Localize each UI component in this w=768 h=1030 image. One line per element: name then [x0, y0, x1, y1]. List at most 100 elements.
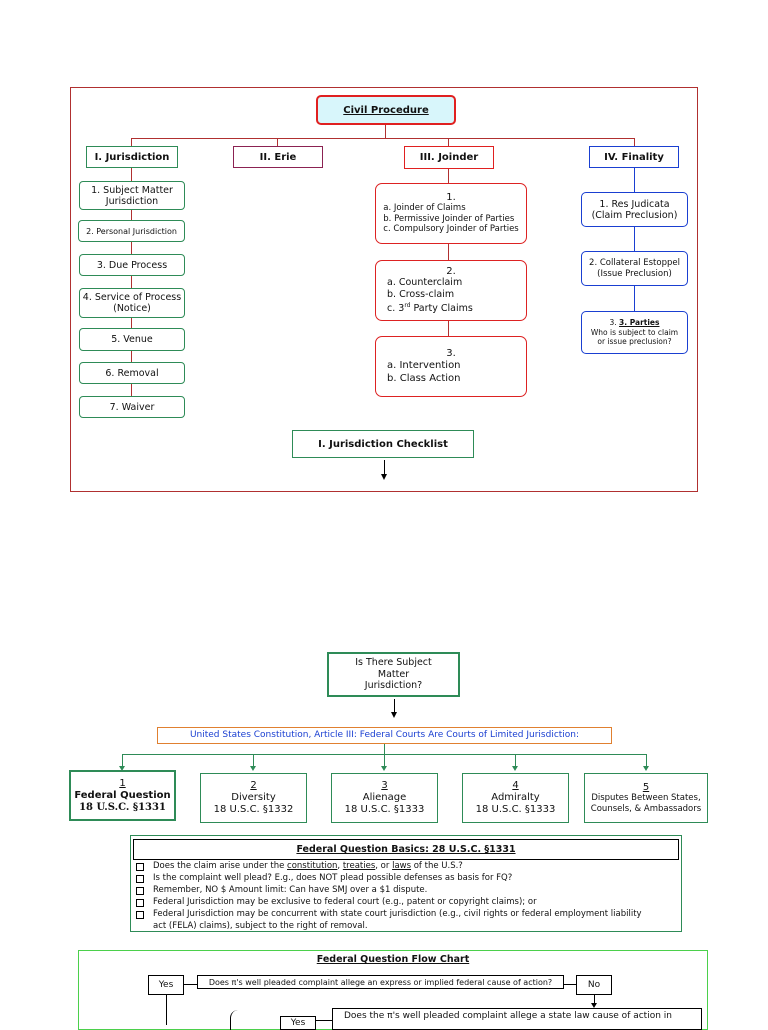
- joinder-num: 2.: [446, 265, 456, 277]
- joinder-num: 3.: [446, 347, 456, 359]
- type-num: 5: [642, 781, 650, 793]
- arrow-head-icon: [381, 474, 387, 480]
- item-label: 4. Service of Process (Notice): [82, 292, 182, 314]
- bullet-4: Federal Jurisdiction may be concurrent w…: [153, 909, 642, 931]
- section-label: I. Jurisdiction: [94, 151, 170, 163]
- section-finality: IV. Finality: [589, 146, 679, 168]
- checkbox-icon: [136, 899, 144, 907]
- bullet-2: Remember, NO $ Amount limit: Can have SM…: [153, 885, 428, 895]
- constitution-banner: United States Constitution, Article III:…: [157, 727, 612, 744]
- finality-parties: 3. 3. Parties: [609, 318, 660, 328]
- section-jurisdiction: I. Jurisdiction: [86, 146, 178, 168]
- flow-no-box: No: [576, 975, 612, 995]
- yes-label: Yes: [158, 979, 174, 990]
- type-num: 2: [250, 780, 257, 791]
- arrow-line: [394, 699, 395, 715]
- type-num: 1: [119, 777, 126, 789]
- finality-box: 2. Collateral Estoppel (Issue Preclusion…: [581, 251, 688, 286]
- list-item: Is the complaint well plead? E.g., does …: [134, 872, 680, 884]
- type-statute: Counsels, & Ambassadors: [590, 803, 702, 814]
- connector: [448, 138, 449, 147]
- civil-procedure-frame: [70, 87, 698, 492]
- jurisdiction-type: 5 Disputes Between States, Counsels, & A…: [584, 773, 708, 823]
- item-label: 2. Personal Jurisdiction: [86, 226, 177, 236]
- flow-title-text: Federal Question Flow Chart: [316, 954, 470, 965]
- connector: [316, 1020, 332, 1021]
- finality-box: 3. 3. Parties Who is subject to claim or…: [581, 311, 688, 354]
- flow-yes-box: Yes: [148, 975, 184, 995]
- yes-label: Yes: [290, 1017, 306, 1028]
- type-num: 3: [381, 780, 388, 791]
- joinder-line: c. Compulsory Joinder of Parties: [383, 224, 519, 234]
- joinder-line: b. Class Action: [387, 372, 461, 384]
- root-label: Civil Procedure: [343, 104, 429, 116]
- jurisdiction-type: 4 Admiralty 18 U.S.C. §1333: [462, 773, 569, 823]
- q2-text: Does the π's well pleaded complaint alle…: [344, 1011, 672, 1021]
- connector: [564, 984, 576, 985]
- connector: [634, 138, 635, 147]
- arrow-head-icon: [381, 766, 387, 771]
- connector: [646, 754, 647, 768]
- section-label: II. Erie: [259, 151, 297, 163]
- arrow-head-icon: [391, 712, 397, 718]
- connector: [384, 744, 385, 755]
- connector: [385, 124, 386, 138]
- item-label: 6. Removal: [105, 367, 159, 379]
- parties-label: 3. Parties: [619, 318, 660, 328]
- item-label: 5. Venue: [111, 334, 153, 345]
- joinder-box: 2. a. Counterclaim b. Cross-claim c. 3rd…: [375, 260, 527, 321]
- fq-basics-title: Federal Question Basics: 28 U.S.C. §1331: [133, 839, 679, 860]
- joinder-line: c. 3rd Party Claims: [387, 302, 473, 315]
- finality-line1: 2. Collateral Estoppel: [589, 257, 680, 268]
- flow-yes-box-2: Yes: [280, 1016, 316, 1030]
- type-num: 4: [512, 780, 519, 791]
- type-statute: 18 U.S.C. §1333: [475, 804, 556, 815]
- jurisdiction-item: 3. Due Process: [79, 254, 185, 276]
- flow-title: Federal Question Flow Chart: [78, 954, 708, 965]
- bullet-0: Does the claim arise under the constitut…: [153, 861, 463, 871]
- jurisdiction-item: 7. Waiver: [79, 396, 185, 418]
- jurisdiction-item: 1. Subject Matter Jurisdiction: [79, 181, 185, 210]
- connector: [277, 138, 278, 147]
- arrow-head-icon: [643, 766, 649, 771]
- section-joinder: III. Joinder: [404, 146, 494, 169]
- flow-question-1: Does π's well pleaded complaint allege a…: [197, 975, 564, 989]
- constitution-text: United States Constitution, Article III:…: [189, 730, 580, 740]
- brace-icon: [230, 1010, 238, 1030]
- arrow-head-icon: [119, 766, 125, 771]
- type-name: Alienage: [362, 792, 407, 803]
- checkbox-icon: [136, 863, 144, 871]
- list-item: Remember, NO $ Amount limit: Can have SM…: [134, 884, 680, 896]
- connector: [515, 754, 516, 768]
- type-name: Federal Question: [74, 789, 171, 801]
- connector: [384, 754, 385, 768]
- connector: [634, 168, 635, 313]
- finality-box: 1. Res Judicata (Claim Preclusion): [581, 192, 688, 227]
- q1-text: Does π's well pleaded complaint allege a…: [208, 977, 553, 987]
- bullet-3: Federal Jurisdiction may be exclusive to…: [153, 897, 537, 907]
- joinder-line: a. Joinder of Claims: [383, 203, 466, 213]
- item-label: 7. Waiver: [109, 401, 155, 413]
- checkbox-icon: [136, 875, 144, 883]
- item-label: 3. Due Process: [96, 259, 168, 271]
- joinder-line: a. Intervention: [387, 360, 461, 372]
- connector: [184, 984, 197, 985]
- joinder-box: 3. a. Intervention b. Class Action: [375, 336, 527, 397]
- type-name: Disputes Between States,: [591, 792, 701, 803]
- joinder-line: a. Counterclaim: [387, 277, 463, 289]
- jurisdiction-type: 1 Federal Question 18 U.S.C. §1331: [69, 770, 176, 821]
- arrow-head-icon: [250, 766, 256, 771]
- connector: [253, 754, 254, 768]
- arrow-head-icon: [591, 1003, 597, 1008]
- jurisdiction-checklist: I. Jurisdiction Checklist: [292, 430, 474, 458]
- section-label: III. Joinder: [419, 152, 479, 163]
- list-item: Does the claim arise under the constitut…: [134, 860, 680, 872]
- title-text: Federal Question Basics: 28 U.S.C. §1331: [296, 844, 516, 855]
- joinder-box: 1. a. Joinder of Claims b. Permissive Jo…: [375, 183, 527, 244]
- finality-line2: (Issue Preclusion): [597, 268, 672, 279]
- question-text: Is There Subject Matter Jurisdiction?: [355, 657, 432, 692]
- finality-line2: Who is subject to claim or issue preclus…: [590, 327, 679, 347]
- jurisdiction-item: 2. Personal Jurisdiction: [78, 220, 185, 242]
- connector: [448, 168, 449, 338]
- no-label: No: [587, 979, 601, 990]
